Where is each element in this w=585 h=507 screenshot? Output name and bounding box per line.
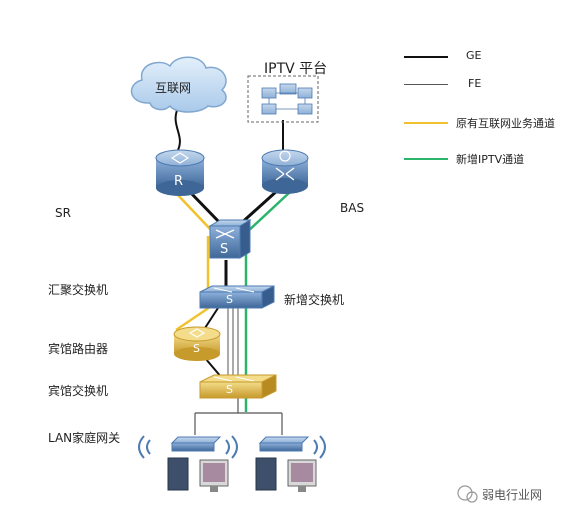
legend-label-internet-path: 原有互联网业务通道: [456, 117, 555, 130]
hotel-router-letter: S: [193, 342, 200, 355]
legend-item-ge: GE: [404, 48, 574, 66]
aggregation-switch-label: 汇聚交换机: [48, 283, 109, 297]
bas-icon: [261, 149, 309, 194]
lan-gateway-icon-2: [258, 435, 326, 459]
legend-swatch-iptv-path: [404, 158, 448, 160]
core-switch-icon: [208, 219, 252, 259]
internet-cloud-icon: [130, 56, 227, 113]
link-internet-sr: [174, 107, 181, 151]
aggregation-switch-icon: [199, 285, 275, 309]
router-letter: R: [174, 174, 184, 189]
core-switch-letter: S: [220, 242, 229, 257]
link-sr-core: [186, 188, 224, 227]
watermark-logo-icon: [457, 485, 478, 503]
agg-switch-letter: S: [226, 293, 233, 306]
legend-label-fe: FE: [468, 77, 482, 90]
path-yellow-router: [175, 305, 211, 332]
new-switch-label: 新增交换机: [284, 293, 345, 307]
legend-item-iptv-path: 新增IPTV通道: [404, 150, 574, 168]
link-agg-router: [204, 307, 219, 329]
bas-label: BAS: [340, 201, 365, 215]
sr-label: SR: [55, 206, 71, 220]
iptv-platform-box: [247, 75, 319, 123]
hotel-switch-letter: S: [226, 383, 233, 396]
legend-label-ge: GE: [466, 49, 482, 62]
path-green-bas: [245, 191, 291, 234]
pc-icon-2: [255, 457, 317, 492]
watermark-text: 弱电行业网: [482, 488, 543, 502]
hotel-switch-label: 宾馆交换机: [48, 384, 109, 398]
legend-swatch-ge: [404, 56, 448, 58]
legend-swatch-fe: [404, 84, 448, 85]
hotel-router-label: 宾馆路由器: [48, 342, 109, 356]
server-icon: [261, 83, 313, 115]
path-yellow-sr: [175, 192, 213, 232]
legend-item-internet-path: 原有互联网业务通道: [404, 114, 574, 132]
legend-swatch-internet-path: [404, 122, 448, 124]
sr-router-icon: [155, 149, 205, 196]
lan-gateway-icon-1: [138, 435, 238, 459]
connection-lines: [174, 107, 291, 435]
lan-gateway-label: LAN家庭网关: [48, 431, 121, 445]
hotel-router-icon: [173, 326, 221, 361]
iptv-platform-label: IPTV 平台: [264, 61, 328, 77]
pc-icon-1: [167, 457, 229, 492]
legend-label-iptv-path: 新增IPTV通道: [456, 153, 525, 166]
hotel-switch-icon: [199, 374, 277, 399]
internet-label: 互联网: [155, 81, 192, 95]
legend-item-fe: FE: [404, 76, 574, 94]
